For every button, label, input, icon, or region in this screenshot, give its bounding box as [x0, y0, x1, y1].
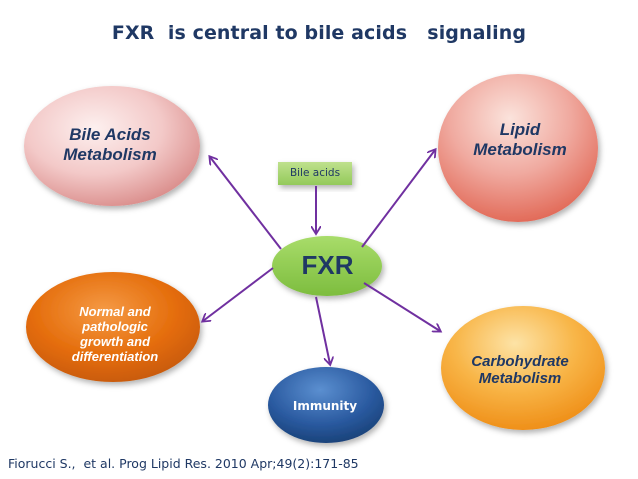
arrow-fxr-to-lipid-metabolism [361, 150, 435, 248]
citation: Fiorucci S., et al. Prog Lipid Res. 2010… [8, 456, 359, 471]
fxr-node [272, 236, 382, 296]
growth-differentiation-label: Normal and pathologic growth and differe… [71, 304, 159, 364]
growth-differentiation-node [26, 272, 200, 382]
arrow-fxr-to-immunity [315, 296, 330, 364]
carbohydrate-metabolism-node [441, 306, 605, 430]
arrow-fxr-to-carbohydrate-metabolism [363, 282, 440, 331]
arrow-fxr-to-growth-differentiation [203, 267, 274, 321]
bile-acids-input-box [278, 162, 352, 185]
immunity-label: Immunity [292, 399, 358, 414]
bile-acids-metabolism-label: Bile Acids Metabolism [63, 125, 157, 164]
carbohydrate-metabolism-label: Carbohydrate Metabolism [471, 352, 569, 387]
immunity-node [268, 367, 384, 443]
slide-title: FXR is central to bile acids signaling [111, 22, 527, 44]
arrow-fxr-to-bile-acids-metabolism [210, 157, 282, 250]
fxr-label: FXR [301, 250, 354, 281]
bile-acids-metabolism-node [24, 86, 200, 206]
lipid-metabolism-node [438, 74, 598, 222]
lipid-metabolism-label: Lipid Metabolism [473, 120, 567, 159]
bile-acids-input-label: Bile acids [289, 166, 341, 179]
